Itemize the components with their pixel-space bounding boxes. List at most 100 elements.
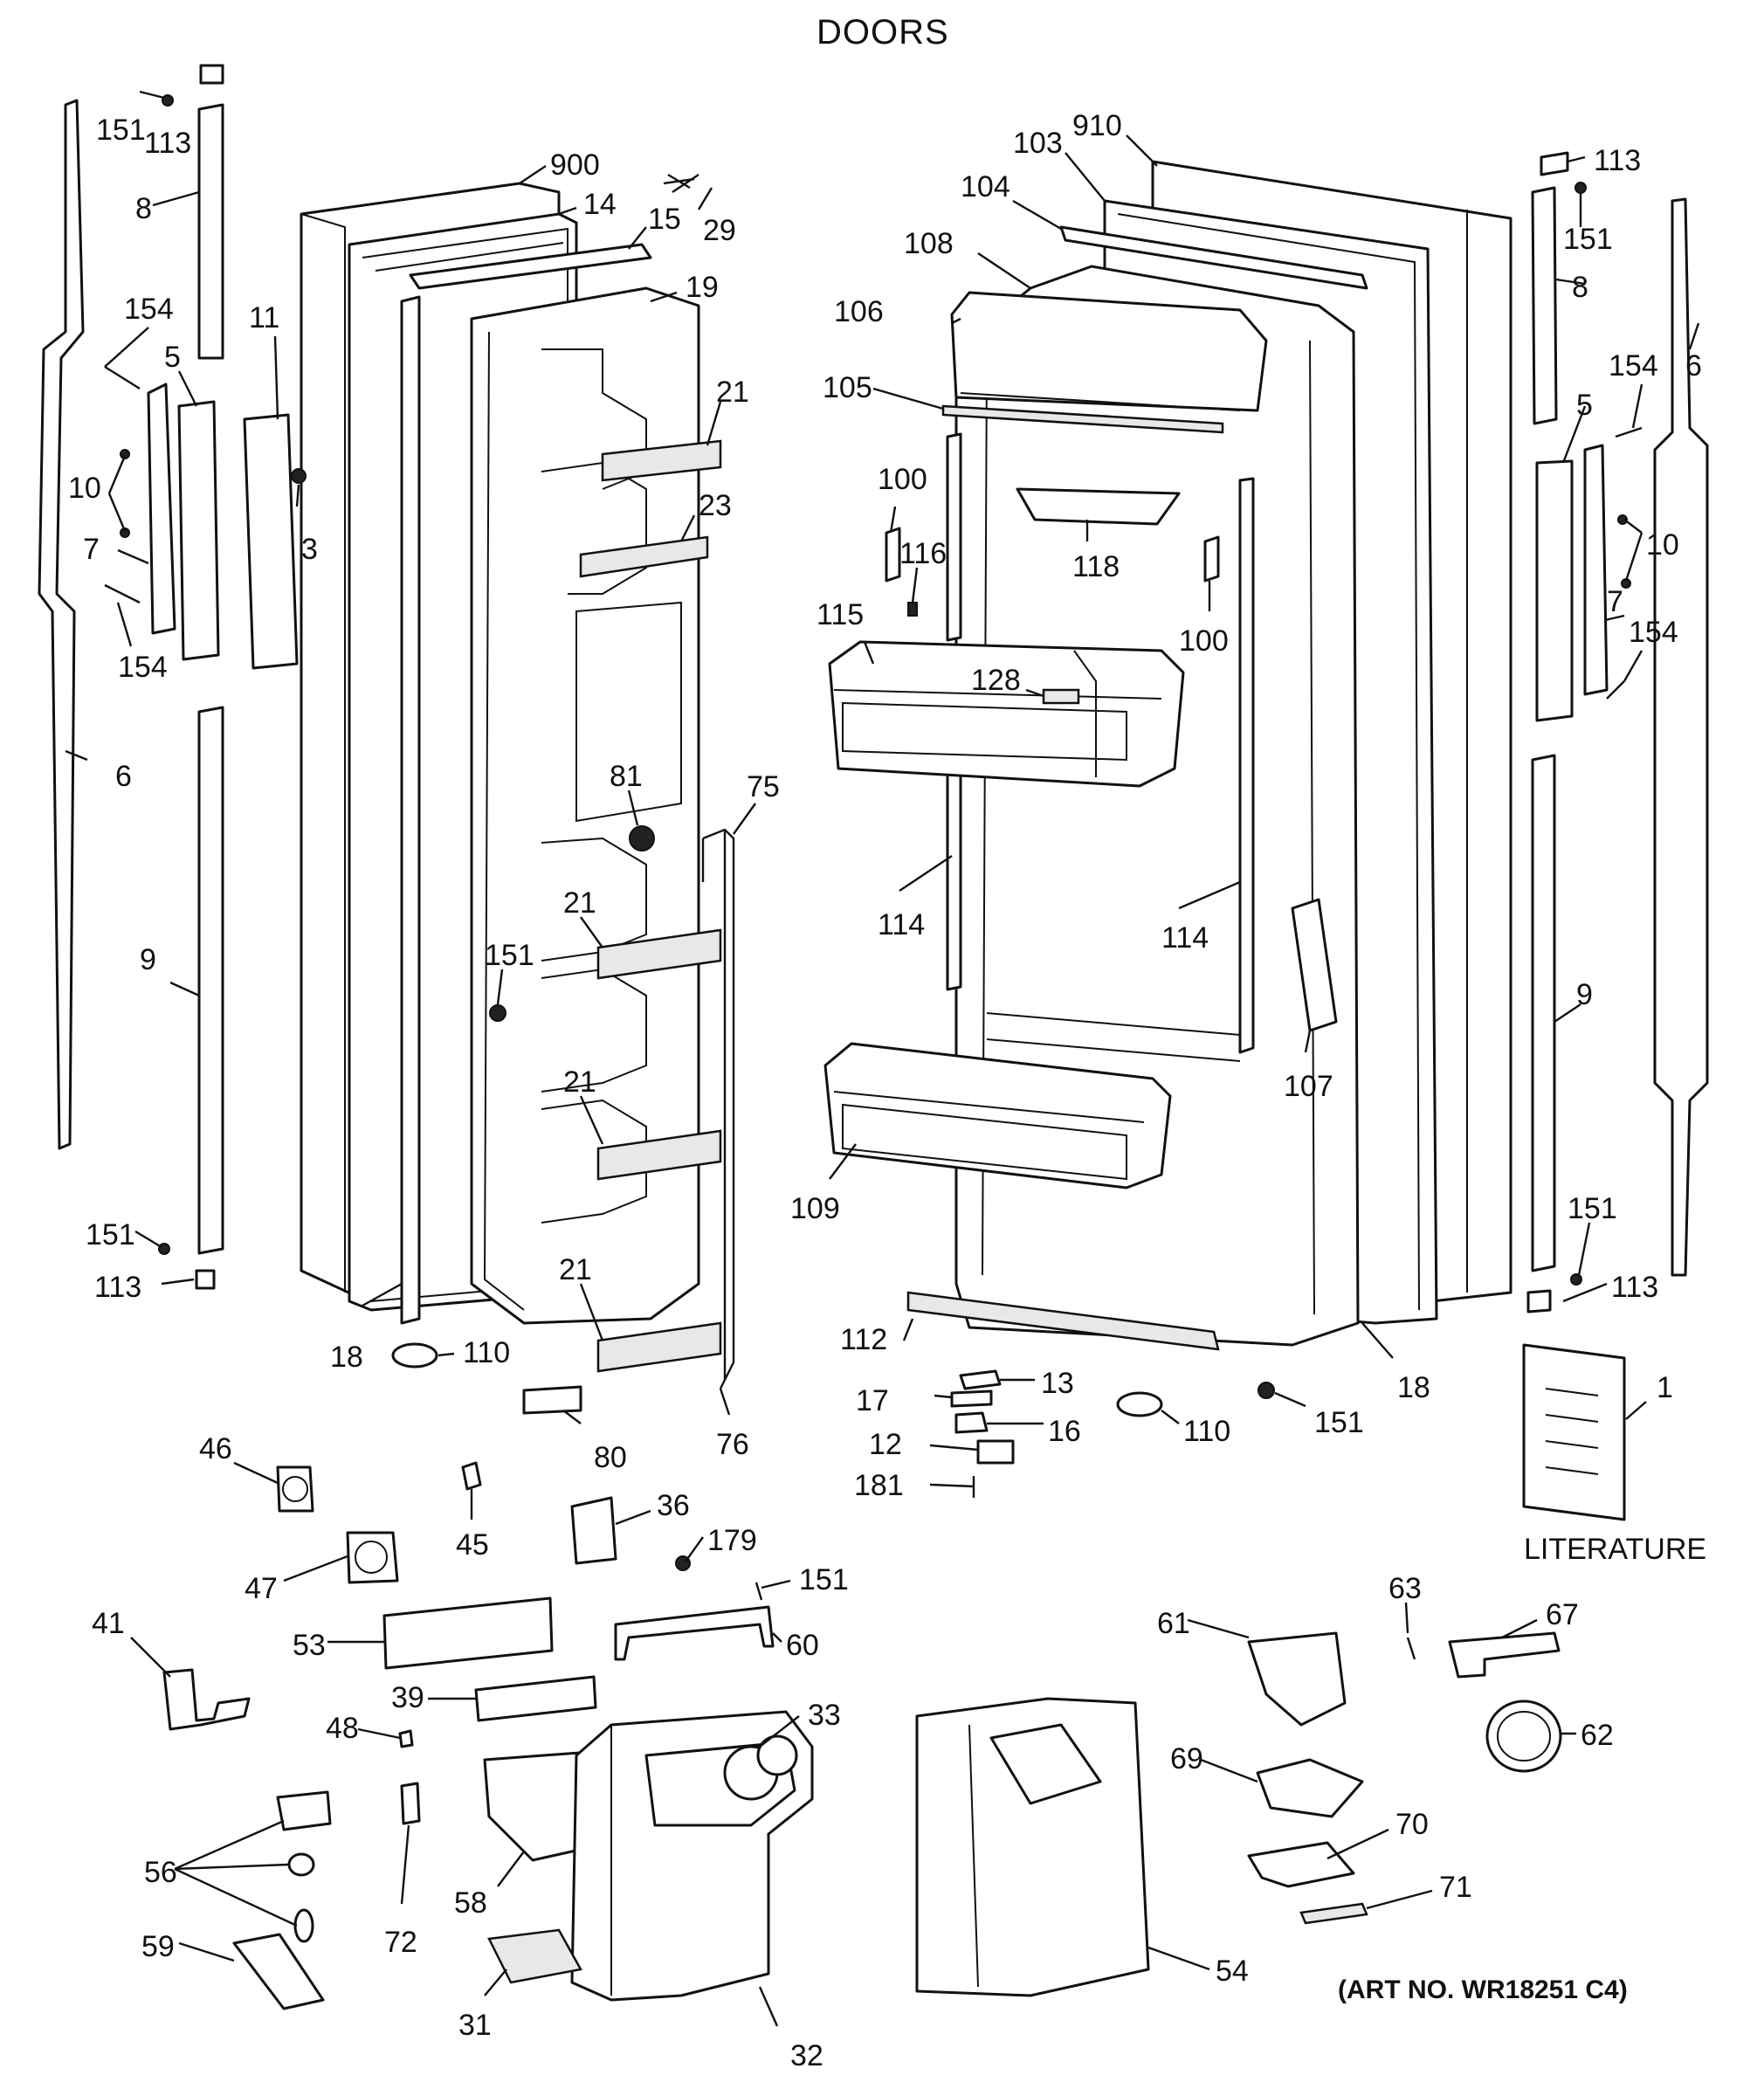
callout-113: 113 [94, 1271, 141, 1304]
callout-114: 114 [1161, 921, 1209, 955]
callout-32: 32 [790, 2039, 823, 2072]
part-100-clip-right [1203, 535, 1220, 583]
callout-46: 46 [199, 1432, 232, 1465]
callout-80: 80 [594, 1441, 627, 1474]
part-12-hinge-bottom [976, 1439, 1015, 1465]
part-113-cap-top-left [199, 64, 224, 85]
callout-6: 6 [115, 760, 132, 793]
callout-21: 21 [563, 1065, 596, 1099]
callout-12: 12 [869, 1428, 902, 1461]
callout-154: 154 [124, 293, 174, 326]
callout-116: 116 [899, 537, 947, 570]
callout-113: 113 [144, 127, 191, 160]
callout-10: 10 [68, 472, 101, 505]
callout-3: 3 [301, 533, 318, 566]
callout-108: 108 [904, 227, 954, 260]
part-106-dairy-door [950, 291, 1268, 412]
part-21-shelf-bar-2 [596, 928, 722, 980]
callout-115: 115 [817, 598, 864, 631]
callout-13: 13 [1041, 1367, 1074, 1400]
part-1-literature-booklet [1522, 1343, 1626, 1521]
callout-36: 36 [657, 1489, 690, 1522]
callout-18: 18 [330, 1341, 363, 1374]
callout-181: 181 [854, 1469, 904, 1502]
part-13-hinge-plate [959, 1369, 1002, 1390]
callout-72: 72 [384, 1926, 417, 1959]
callout-56: 56 [144, 1856, 177, 1889]
right-door-assembly [823, 151, 1709, 1521]
part-16-bushing [954, 1411, 989, 1434]
part-81-grommet [629, 825, 655, 852]
part-11-handle-mount [243, 413, 299, 670]
callout-45: 45 [456, 1528, 489, 1562]
callout-9: 9 [1576, 978, 1593, 1011]
part-7-handle-trim-right [1583, 444, 1609, 696]
part-5-handle-left [177, 400, 220, 661]
part-36-actuator [570, 1496, 617, 1565]
part-110-cover-right [1116, 1391, 1163, 1417]
part-80-connector [522, 1385, 582, 1415]
part-107-cam [1291, 898, 1338, 1032]
callout-151: 151 [1314, 1406, 1364, 1439]
part-70-lever [1247, 1841, 1355, 1888]
part-104-strip [1059, 225, 1368, 290]
part-39-board [474, 1675, 597, 1722]
callout-54: 54 [1216, 1955, 1249, 1988]
part-67-bracket [1448, 1631, 1561, 1679]
callout-179: 179 [707, 1524, 757, 1557]
part-17-shim [950, 1389, 993, 1408]
callout-151: 151 [1563, 223, 1613, 256]
callout-11: 11 [249, 301, 279, 334]
part-151-screw-lower [755, 1582, 763, 1601]
callout-10: 10 [1646, 528, 1679, 562]
callout-21: 21 [716, 376, 749, 409]
callout-112: 112 [840, 1323, 887, 1356]
part-6-gasket-right [1653, 197, 1709, 1277]
callout-128: 128 [971, 664, 1021, 697]
part-29-wire [663, 173, 699, 193]
callout-16: 16 [1048, 1415, 1081, 1448]
part-113-cap-top-right [1540, 151, 1569, 176]
part-5-handle-right [1535, 459, 1574, 722]
literature-label: LITERATURE [1524, 1533, 1706, 1566]
callout-9: 9 [140, 943, 156, 976]
part-45-switch [461, 1461, 482, 1491]
part-53-panel [382, 1596, 554, 1670]
callout-81: 81 [610, 760, 643, 793]
callout-151: 151 [799, 1563, 849, 1596]
callout-69: 69 [1170, 1742, 1203, 1775]
leader-lines [65, 90, 1700, 2027]
part-69-actuator [1256, 1758, 1364, 1818]
callout-23: 23 [699, 489, 732, 522]
part-100-bracket [946, 432, 962, 642]
part-21-shelf-bar-4 [596, 1321, 722, 1373]
callout-154: 154 [1609, 349, 1658, 383]
part-61-funnel [1247, 1631, 1347, 1727]
callout-1: 1 [1657, 1371, 1673, 1404]
part-8-hinge-bar-top-left [197, 103, 224, 360]
callout-61: 61 [1157, 1607, 1190, 1640]
callout-47: 47 [245, 1572, 278, 1605]
callout-53: 53 [293, 1629, 326, 1662]
callout-59: 59 [141, 1930, 175, 1963]
part-109-door-bin [823, 1042, 1172, 1189]
part-63-spring [1406, 1637, 1416, 1660]
callout-118: 118 [1072, 550, 1120, 583]
part-9-bar-right [1531, 754, 1556, 1272]
callout-114: 114 [878, 908, 925, 941]
part-15-strip [409, 243, 652, 290]
callout-21: 21 [563, 886, 596, 920]
part-41-lever [162, 1668, 251, 1731]
left-door-assembly [38, 64, 735, 1415]
callout-41: 41 [92, 1607, 125, 1640]
part-75-76-water-tube [702, 828, 735, 1389]
part-8-hinge-bar-right [1531, 186, 1558, 425]
part-118-egg-tray [1016, 487, 1181, 526]
callout-8: 8 [1572, 271, 1588, 304]
part-23-shelf-bar [579, 535, 709, 578]
callout-105: 105 [823, 371, 872, 404]
callout-18: 18 [1397, 1371, 1430, 1404]
part-113-cap-bottom-left [195, 1269, 216, 1290]
callout-7: 7 [1607, 585, 1623, 618]
